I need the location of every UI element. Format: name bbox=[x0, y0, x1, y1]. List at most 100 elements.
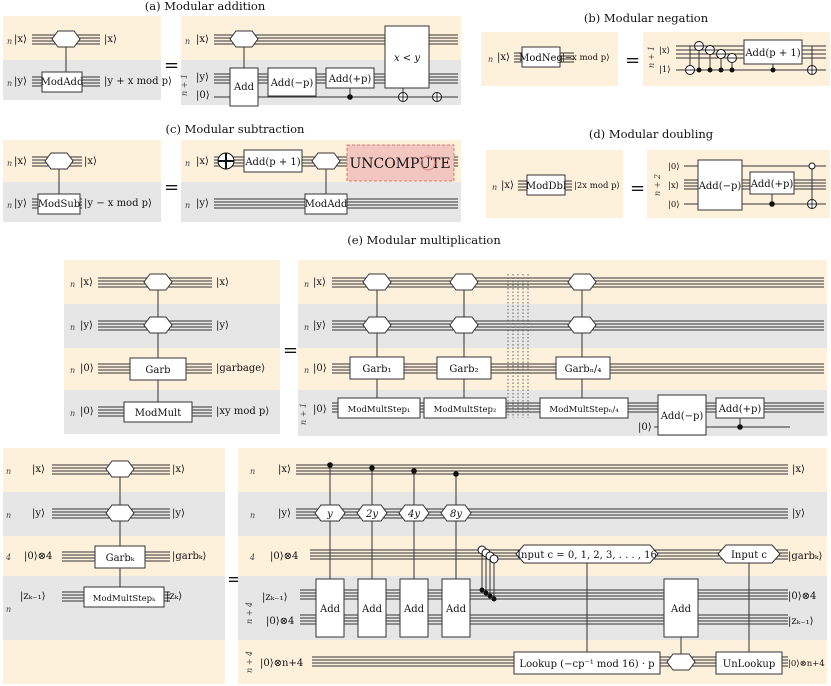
panel-c-right: n n |x⟩ |y⟩ Add(p + 1) ModAdd UNCOMPUTE bbox=[181, 140, 461, 222]
svg-text:|x⟩: |x⟩ bbox=[792, 464, 805, 475]
svg-text:n + 1: n + 1 bbox=[180, 74, 189, 96]
gate-lookup bbox=[513, 651, 661, 675]
svg-text:n + 4: n + 4 bbox=[245, 651, 254, 673]
svg-text:Add(p + 1): Add(p + 1) bbox=[744, 48, 800, 59]
gate-modneg bbox=[521, 46, 561, 68]
svg-text:|0⟩⊗n+4: |0⟩⊗n+4 bbox=[788, 659, 825, 669]
svg-text:n: n bbox=[250, 467, 255, 476]
panel-e1-left: n n n n |x⟩ |y⟩ |0⟩ |0⟩ Garb ModMult |x⟩… bbox=[64, 260, 280, 434]
svg-text:n: n bbox=[185, 37, 190, 46]
svg-text:|0⟩: |0⟩ bbox=[80, 363, 94, 374]
ket-z-km1: |zₖ₋₁⟩ bbox=[20, 591, 46, 602]
svg-text:n: n bbox=[70, 366, 75, 375]
title-e: (e) Modular multiplication bbox=[347, 233, 501, 247]
gate-add-minus-p bbox=[267, 67, 317, 97]
gate-compare bbox=[384, 25, 430, 89]
svg-text:ModMultStep₂: ModMultStep₂ bbox=[434, 405, 497, 415]
svg-text:|y⟩: |y⟩ bbox=[196, 198, 209, 209]
svg-text:Add: Add bbox=[403, 604, 425, 615]
svg-text:|y⟩: |y⟩ bbox=[313, 320, 326, 331]
svg-text:n: n bbox=[304, 280, 309, 289]
svg-text:Garb₂: Garb₂ bbox=[449, 364, 478, 375]
gate-add bbox=[229, 67, 259, 107]
gate-add-minus-p bbox=[697, 159, 743, 211]
svg-text:Add(+p): Add(+p) bbox=[750, 179, 794, 190]
svg-text:Add(−p): Add(−p) bbox=[698, 181, 742, 192]
svg-text:|x⟩: |x⟩ bbox=[80, 277, 93, 288]
ket-garbage: |garbage⟩ bbox=[216, 363, 265, 374]
svg-text:|0⟩: |0⟩ bbox=[668, 162, 680, 172]
title-d: (d) Modular doubling bbox=[589, 127, 714, 141]
svg-text:Input c = 0, 1, 2, 3, . . . ,: Input c = 0, 1, 2, 3, . . . , 16 bbox=[517, 550, 657, 561]
svg-text:n: n bbox=[70, 280, 75, 289]
gate-modadd bbox=[41, 71, 83, 93]
gate-add-p-plus-1 bbox=[743, 39, 803, 65]
ket-y-minus-x: |y − x mod p⟩ bbox=[84, 198, 152, 209]
svg-text:|zₖ₋₁⟩: |zₖ₋₁⟩ bbox=[788, 616, 814, 627]
svg-text:n + 2: n + 2 bbox=[653, 174, 662, 196]
svg-text:UnLookup: UnLookup bbox=[723, 659, 775, 670]
svg-text:n + 1: n + 1 bbox=[299, 403, 308, 425]
svg-text:n: n bbox=[488, 55, 493, 64]
svg-text:|0⟩: |0⟩ bbox=[313, 404, 327, 415]
svg-text:n: n bbox=[6, 605, 11, 614]
hex-input-range bbox=[515, 544, 659, 564]
svg-text:ModDbl: ModDbl bbox=[526, 181, 566, 192]
svg-text:|y⟩: |y⟩ bbox=[216, 320, 229, 331]
cnot-fan bbox=[477, 545, 499, 602]
ket-xy: |xy mod p⟩ bbox=[216, 406, 269, 417]
svg-text:n: n bbox=[70, 409, 75, 418]
svg-text:|y⟩: |y⟩ bbox=[14, 198, 27, 209]
svg-text:n: n bbox=[185, 159, 190, 168]
svg-text:|0⟩: |0⟩ bbox=[638, 422, 652, 433]
svg-text:|0⟩: |0⟩ bbox=[313, 363, 327, 374]
svg-text:|x⟩: |x⟩ bbox=[497, 52, 510, 63]
svg-text:|x⟩: |x⟩ bbox=[172, 464, 185, 475]
svg-text:n: n bbox=[492, 183, 497, 192]
svg-text:Garb: Garb bbox=[145, 365, 170, 376]
svg-text:n: n bbox=[6, 467, 11, 476]
svg-text:2y: 2y bbox=[365, 509, 378, 520]
svg-text:Add: Add bbox=[233, 82, 255, 93]
svg-text:Add(−p): Add(−p) bbox=[660, 411, 704, 422]
svg-text:|x⟩: |x⟩ bbox=[14, 156, 27, 167]
svg-text:Add(+p): Add(+p) bbox=[718, 404, 762, 415]
panel-e1-right: n n n n + 1 |x⟩ |y⟩ |0⟩ |0⟩ |0⟩ Garb₁ Mo… bbox=[298, 260, 827, 436]
panel-a-right: n n + 1 |x⟩ |y⟩ |0⟩ Add Add(−p) Add(+p) … bbox=[180, 16, 461, 107]
svg-text:ModMultStepₖ: ModMultStepₖ bbox=[93, 594, 156, 604]
svg-text:=: = bbox=[283, 340, 298, 361]
title-c: (c) Modular subtraction bbox=[166, 122, 306, 136]
svg-text:ModSub: ModSub bbox=[38, 199, 80, 210]
svg-text:|0⟩: |0⟩ bbox=[80, 406, 94, 417]
svg-text:|y⟩: |y⟩ bbox=[32, 508, 45, 519]
title-a: (a) Modular addition bbox=[145, 0, 266, 13]
gate-modmultstep-k bbox=[83, 586, 165, 608]
svg-text:|y⟩: |y⟩ bbox=[792, 508, 805, 519]
svg-text:=: = bbox=[630, 178, 645, 199]
svg-text:4: 4 bbox=[249, 553, 255, 562]
gate-modsub bbox=[37, 193, 81, 215]
svg-text:n: n bbox=[7, 201, 12, 210]
ket-zero-n4: |0⟩⊗n+4 bbox=[260, 658, 303, 669]
svg-text:Add(+p): Add(+p) bbox=[328, 74, 372, 85]
svg-text:n + 4: n + 4 bbox=[245, 602, 254, 624]
svg-text:8y: 8y bbox=[450, 509, 462, 520]
reg-n: n bbox=[7, 37, 12, 46]
svg-text:n + 1: n + 1 bbox=[647, 46, 656, 68]
svg-text:|y⟩: |y⟩ bbox=[172, 508, 185, 519]
hex-input-c bbox=[717, 544, 781, 564]
svg-text:n: n bbox=[70, 323, 75, 332]
gate-add bbox=[399, 578, 429, 638]
svg-text:Garbₖ: Garbₖ bbox=[106, 553, 135, 564]
svg-text:|0⟩⊗4: |0⟩⊗4 bbox=[266, 616, 294, 627]
svg-text:|1⟩: |1⟩ bbox=[659, 65, 671, 75]
gate-add bbox=[663, 578, 699, 638]
svg-text:n: n bbox=[304, 323, 309, 332]
svg-text:n: n bbox=[6, 511, 11, 520]
svg-text:n: n bbox=[7, 159, 12, 168]
svg-text:Add: Add bbox=[361, 604, 383, 615]
gate-garb-1 bbox=[349, 356, 405, 380]
ket-y-in: |y⟩ bbox=[14, 76, 27, 87]
reg-n: n bbox=[7, 79, 12, 88]
